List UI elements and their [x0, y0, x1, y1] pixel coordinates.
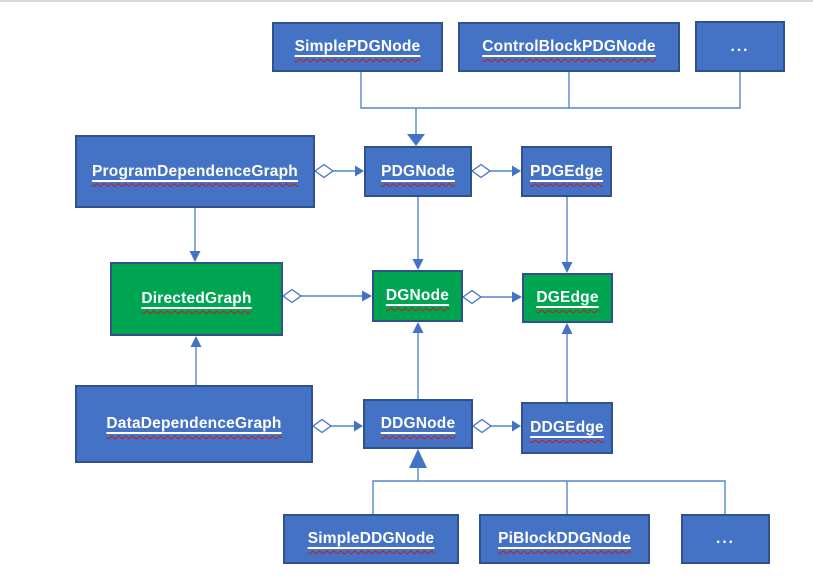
node-control-block-pdg-node: ControlBlockPDGNode	[458, 22, 680, 72]
spellcheck-squiggle: ControlBlockPDGNode	[482, 38, 655, 56]
node-label: DataDependenceGraph	[106, 415, 282, 432]
edge-pdg-subclasses-inherit-pdgnode	[360, 72, 741, 146]
spellcheck-squiggle: DataDependenceGraph	[106, 415, 281, 433]
edge-datadependencegraph-inherits-directedgraph	[190, 336, 202, 385]
node-label: SimpleDDGNode	[307, 530, 435, 547]
spellcheck-squiggle: SimplePDGNode	[295, 38, 421, 56]
node-label: DDGEdge	[530, 419, 604, 436]
edge-pdgnode-aggregates-pdgedge	[470, 163, 521, 179]
node-label: PDGNode	[381, 162, 455, 180]
node-data-dependence-graph: DataDependenceGraph	[75, 385, 313, 463]
edge-programdependencegraph-inherits-directedgraph	[189, 208, 201, 262]
spellcheck-squiggle: PDGNode	[381, 163, 455, 181]
spellcheck-squiggle: PDGEdge	[530, 163, 603, 181]
node-dg-edge: DGEdge	[522, 273, 613, 323]
edge-ddgnode-aggregates-ddgedge	[471, 418, 521, 434]
node-label: SimplePDGNode	[294, 38, 421, 55]
node-label: PiBlockDDGNode	[498, 530, 631, 547]
node-directed-graph: DirectedGraph	[110, 262, 283, 336]
node-pdg-node: PDGNode	[364, 146, 472, 197]
top-divider-rule	[0, 0, 813, 2]
node-label: ProgramDependenceGraph	[92, 162, 298, 180]
edge-ddgedge-inherits-dgedge	[561, 323, 573, 402]
node-ddg-ellipsis: ...	[681, 514, 770, 564]
node-ddg-edge: DDGEdge	[521, 402, 613, 454]
node-simple-ddg-node: SimpleDDGNode	[283, 514, 459, 564]
edge-dgnode-aggregates-dgedge	[461, 289, 522, 305]
spellcheck-squiggle: SimpleDDGNode	[308, 530, 435, 548]
edge-datadependencegraph-aggregates-ddgnode	[311, 418, 363, 434]
node-label: ...	[730, 37, 750, 55]
node-pdg-edge: PDGEdge	[521, 146, 612, 197]
spellcheck-squiggle: PiBlockDDGNode	[498, 530, 631, 548]
edge-directedgraph-aggregates-dgnode	[281, 288, 372, 304]
node-label: ControlBlockPDGNode	[482, 38, 656, 55]
node-pdg-ellipsis: ...	[695, 21, 785, 72]
node-label: DirectedGraph	[141, 290, 252, 307]
node-label: PDGEdge	[530, 162, 603, 180]
edge-pdgnode-inherits-dgnode	[412, 197, 424, 270]
node-simple-pdg-node: SimplePDGNode	[272, 22, 443, 72]
edge-programdependencegraph-aggregates-pdgnode	[313, 163, 364, 179]
spellcheck-squiggle: DDGEdge	[530, 419, 604, 437]
node-pi-block-ddg-node: PiBlockDDGNode	[479, 514, 650, 564]
node-dg-node: DGNode	[372, 270, 463, 322]
node-label: DGNode	[385, 287, 450, 304]
spellcheck-squiggle: DDGNode	[381, 415, 456, 433]
node-label: DGEdge	[536, 289, 599, 306]
edge-ddgnode-inherits-dgnode	[412, 322, 424, 399]
spellcheck-squiggle: DGNode	[386, 287, 449, 305]
spellcheck-squiggle: DGEdge	[536, 289, 598, 307]
node-ddg-node: DDGNode	[363, 399, 473, 449]
spellcheck-squiggle: ProgramDependenceGraph	[92, 163, 298, 181]
edge-ddg-subclasses-inherit-ddgnode	[372, 449, 726, 514]
node-label: ...	[716, 530, 735, 547]
node-program-dependence-graph: ProgramDependenceGraph	[75, 135, 315, 208]
node-label: DDGNode	[380, 415, 456, 432]
spellcheck-squiggle: DirectedGraph	[141, 290, 251, 308]
edge-pdgedge-inherits-dgedge	[561, 197, 573, 273]
